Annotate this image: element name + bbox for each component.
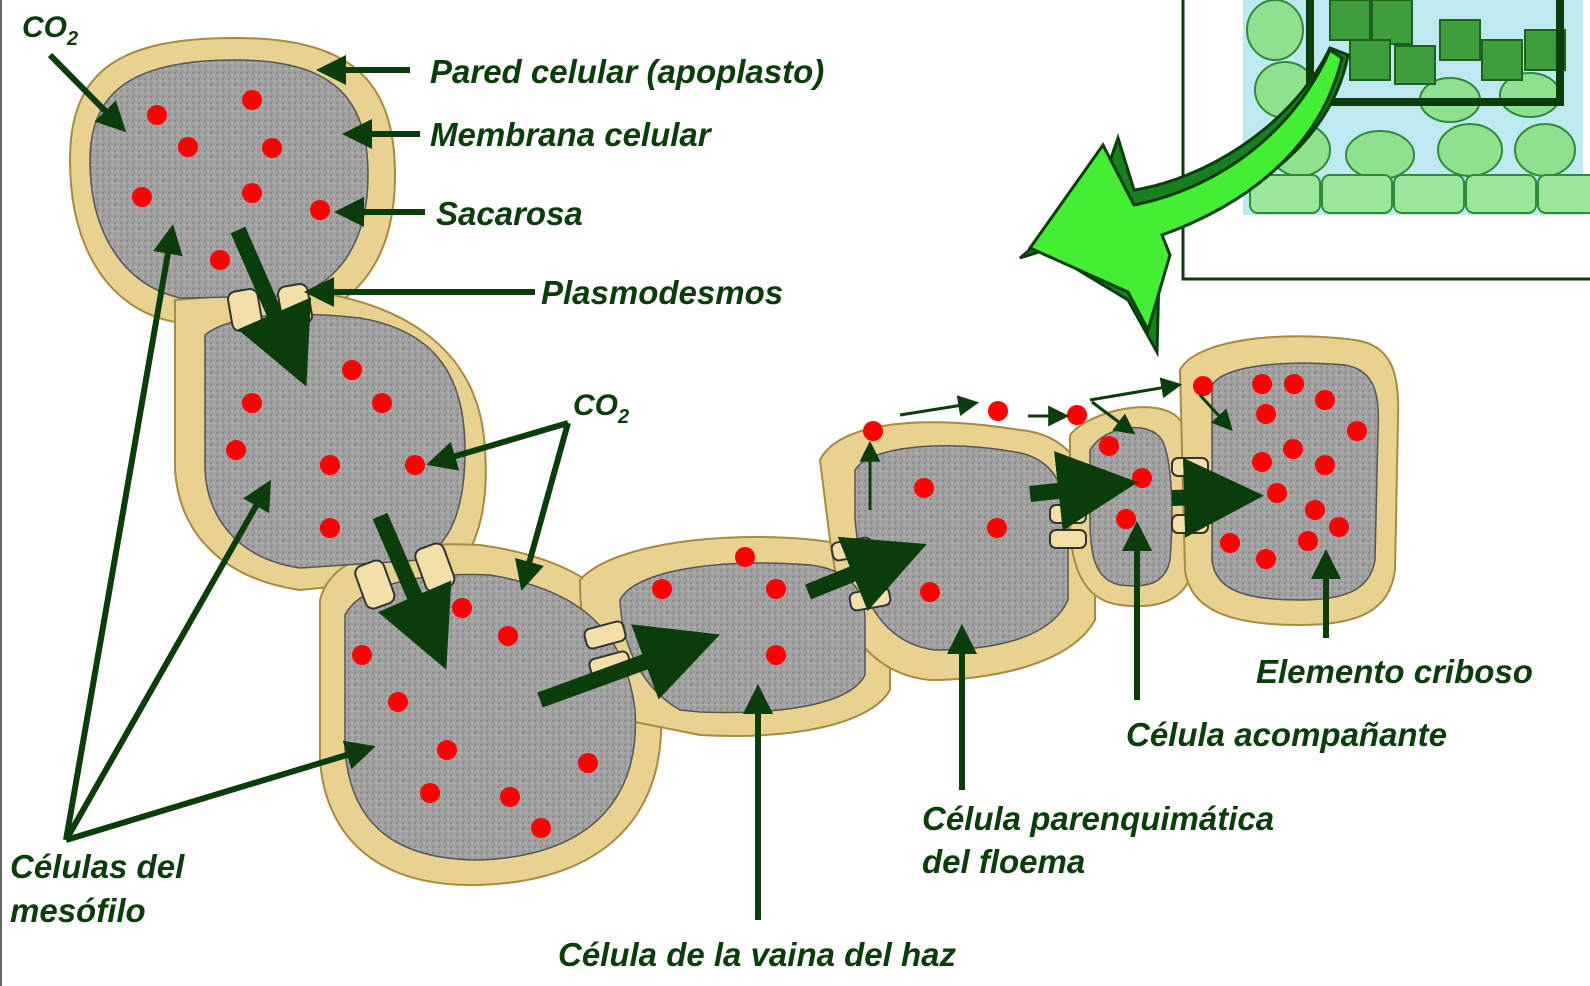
plasmodesmata-label: Plasmodesmos [541,274,783,311]
mesophyll-label-line2: mesófilo [10,892,146,929]
co2-label-middle: CO2 [573,389,629,428]
sucrose-label: Sacarosa [436,195,583,232]
sieve-element-label: Elemento criboso [1256,653,1533,690]
cell-membrane-label: Membrana celular [430,116,713,153]
cell-wall-label: Pared celular (apoplasto) [430,53,824,90]
companion-cell-label: Célula acompañante [1126,716,1447,753]
leaf-cross-section-inset [1183,0,1590,279]
sieve-element [1212,363,1378,600]
phloem-parenchyma-cell [855,446,1068,650]
phloem-parenchyma-label-line1: Célula parenquimática [922,800,1274,837]
mesophyll-cell-3 [345,575,635,860]
phloem-parenchyma-label-line2: del floema [922,843,1085,880]
mesophyll-label-line1: Células del [10,848,185,885]
co2-label-top: CO2 [22,11,78,50]
bundle-sheath-label: Célula de la vaina del haz [558,936,956,973]
